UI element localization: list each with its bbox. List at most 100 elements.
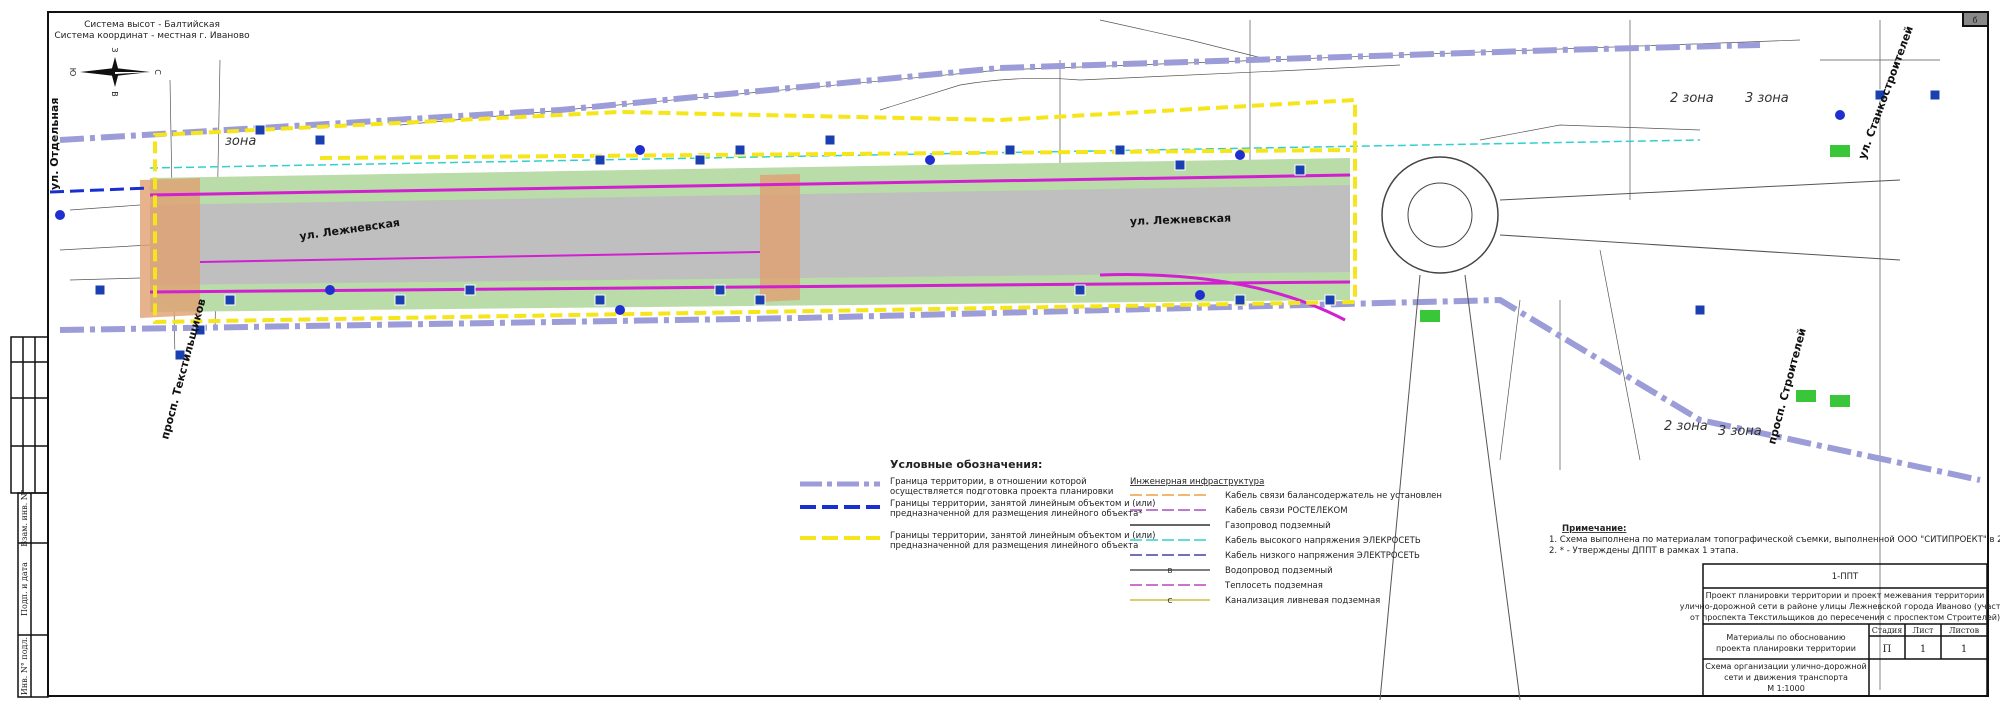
legend-infra-item: Газопровод подземный	[1130, 521, 1331, 531]
legend-infra-label: Канализация ливневая подземная	[1225, 596, 1380, 606]
sheet-value: 1	[1920, 644, 1926, 655]
linear-object-boundary	[153, 97, 1357, 325]
note-1: 1. Схема выполнена по материалам топогра…	[1549, 535, 2000, 545]
legend-line-mark: С	[1168, 597, 1173, 605]
road-sign-icon	[1929, 89, 1941, 101]
legend-text: предназначенной для размещения линейного…	[890, 509, 1143, 519]
heat-line-mid	[199, 251, 761, 263]
compass-south: Ю	[68, 68, 77, 77]
planning-boundary-top	[59, 42, 1761, 143]
road-sign-icon	[1234, 294, 1246, 306]
legend: Условные обозначения: Граница территории…	[800, 458, 1442, 606]
label-zone-3-bottom: 3 зона	[1718, 424, 1762, 439]
compass-east: В	[110, 91, 119, 97]
legend-infra-title: Инженерная инфраструктура	[1130, 477, 1264, 487]
legend-infra-label: Кабель связи РОСТЕЛЕКОМ	[1225, 506, 1348, 516]
road-sign-icon	[94, 284, 106, 296]
notes: Примечание: 1. Схема выполнена по матери…	[1549, 524, 2000, 556]
compass-west: З	[110, 47, 119, 52]
road-sign-icon	[1004, 144, 1016, 156]
legend-boundary-approved: Границы территории, занятой линейным объ…	[800, 499, 1155, 519]
title-block-text: 1-ППТ Проект планировки территории и про…	[1680, 572, 2000, 693]
stamp-sign-date: Подп. и дата	[20, 562, 29, 616]
planning-boundary-bottom	[59, 296, 1981, 483]
road-sign-icon	[594, 154, 606, 166]
label-prosp-stroiteley: просп. Строителей	[1765, 327, 1809, 446]
title-block	[1702, 563, 1988, 697]
sheets-value: 1	[1961, 644, 1967, 655]
topography	[59, 19, 1940, 690]
stamp-inv-replace: Взам. инв. N°	[20, 489, 29, 547]
stamp-inv-orig: Инв. N° подл.	[20, 637, 29, 695]
linear-object-boundary-approved	[49, 186, 151, 194]
project-line-3: от проспекта Текстильщиков до пересечени…	[1690, 613, 2000, 622]
road-sign-icon	[925, 155, 935, 165]
road-sign-icon	[174, 349, 186, 361]
sheet-header: Лист	[1913, 626, 1934, 635]
sheet-frame	[47, 11, 1989, 697]
road-sign-icon	[1694, 304, 1706, 316]
sheet-tag: б	[1973, 16, 1978, 25]
map-plan: ул. Отдельная ул. Лежневская ул. Лежневс…	[48, 19, 1981, 701]
height-system-label: Система высот - Балтийская	[84, 20, 220, 30]
road-sign-icon	[594, 294, 606, 306]
heat-line-bottom	[149, 280, 1351, 294]
road-sign-icon	[55, 210, 65, 220]
road-sign-icon	[224, 294, 236, 306]
road-sign-icon	[394, 294, 406, 306]
legend-text: Границы территории, занятой линейным объ…	[890, 531, 1155, 541]
road-sign-icon	[714, 284, 726, 296]
label-zone-2-top: 2 зона	[1670, 91, 1714, 106]
legend-line-mark: В	[1168, 567, 1173, 575]
legend-infra-item: Теплосеть подземная	[1130, 581, 1323, 591]
legend-infra-item: С Канализация ливневая подземная	[1130, 596, 1380, 606]
legend-text: предназначенной для размещения линейного…	[890, 541, 1138, 551]
road-sign-icon	[824, 134, 836, 146]
road-sign-icon	[1195, 290, 1205, 300]
label-ul-otdelnaya: ул. Отдельная	[48, 98, 61, 190]
road-sign-icon	[1235, 150, 1245, 160]
materials-line-2: проекта планировки территории	[1716, 644, 1856, 653]
stage-header: Стадия	[1872, 626, 1903, 635]
roundabout	[1381, 156, 1499, 274]
legend-text: Границы территории, занятой линейным объ…	[890, 499, 1155, 509]
stage-value: П	[1883, 644, 1892, 655]
road-signs	[55, 89, 1941, 361]
legend-infra-label: Кабель низкого напряжения ЭЛЕКТРОСЕТЬ	[1225, 551, 1420, 561]
road-sign-icon	[754, 294, 766, 306]
project-line-1: Проект планировки территории и проект ме…	[1706, 591, 1985, 600]
road-sign-icon	[314, 134, 326, 146]
road-sign-icon	[615, 305, 625, 315]
compass-rose-icon: З В Ю С	[68, 47, 162, 96]
road-sign-icon	[325, 285, 335, 295]
heat-line-top	[149, 173, 1351, 197]
notes-title: Примечание:	[1562, 524, 1626, 534]
legend-text: Граница территории, в отношении которой	[890, 477, 1087, 487]
legend-infra-label: Водопровод подземный	[1225, 566, 1333, 576]
road-sign-icon	[464, 284, 476, 296]
road-sign-icon	[734, 144, 746, 156]
road-sign-icon	[635, 145, 645, 155]
legend-infra-label: Кабель связи балансодержатель не установ…	[1225, 491, 1442, 501]
road-sign-icon	[1174, 159, 1186, 171]
scale-label: М 1:1000	[1767, 684, 1805, 693]
legend-infra-label: Газопровод подземный	[1225, 521, 1331, 531]
crosswalks	[1420, 145, 1850, 407]
scheme-line-2: сети и движения транспорта	[1724, 673, 1848, 682]
label-zone-left: зона	[225, 134, 256, 149]
coord-system-label: Система координат - местная г. Иваново	[54, 31, 250, 41]
legend-infra-item: Кабель связи РОСТЕЛЕКОМ	[1130, 506, 1348, 516]
legend-title: Условные обозначения:	[890, 458, 1042, 471]
label-zone-3-top: 3 зона	[1745, 91, 1789, 106]
legend-infra-item: Кабель связи балансодержатель не установ…	[1130, 491, 1442, 501]
intersection-middle	[760, 174, 800, 302]
label-prosp-tekstilshchikov: просп. Текстильщиков	[158, 297, 208, 441]
road-sign-icon	[254, 124, 266, 136]
roundabout-island	[1407, 182, 1473, 248]
legend-infra-label: Кабель высокого напряжения ЭЛЕКРОСЕТЬ	[1225, 536, 1421, 546]
legend-infra-label: Теплосеть подземная	[1224, 581, 1323, 591]
legend-text: осуществляется подготовка проекта планир…	[890, 487, 1113, 497]
legend-boundary-linear: Границы территории, занятой линейным объ…	[800, 531, 1155, 551]
intersection-tekstilshchikov	[140, 178, 200, 318]
